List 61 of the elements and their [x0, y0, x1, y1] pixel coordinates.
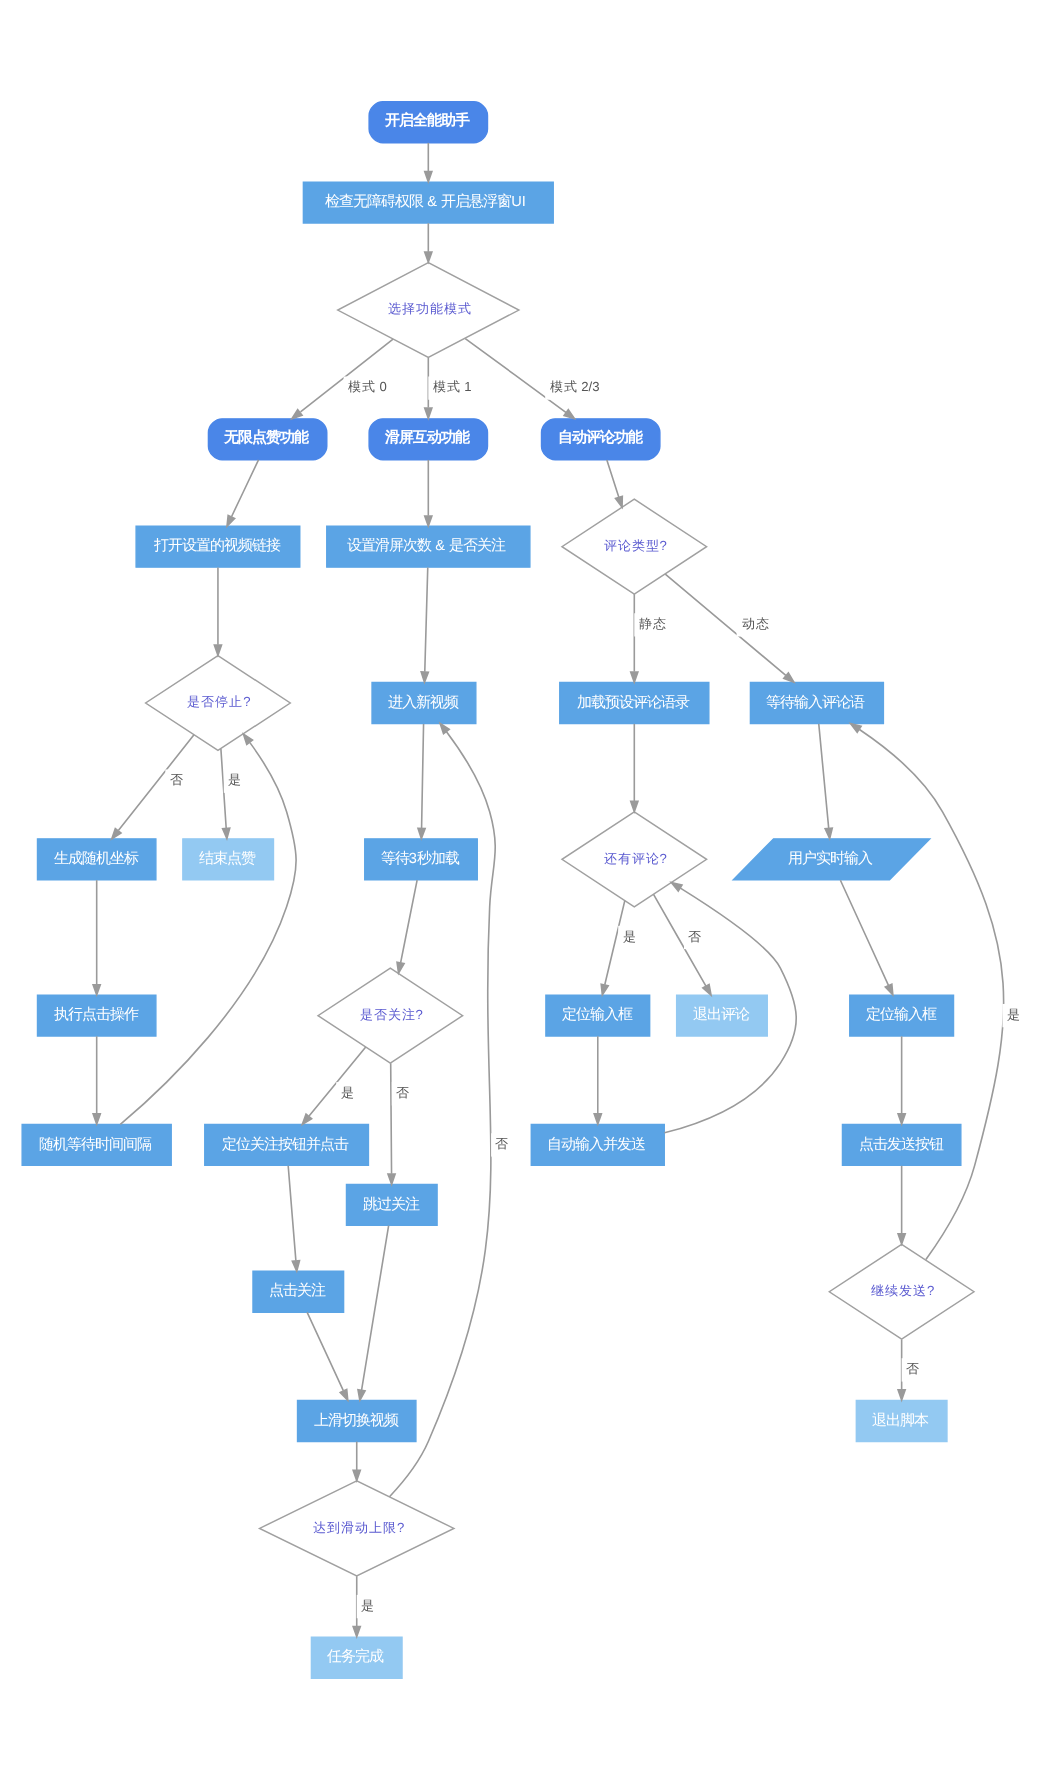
arrow	[606, 458, 624, 509]
arrow	[663, 880, 797, 1133]
arrow	[352, 1439, 362, 1482]
arrow	[423, 458, 434, 528]
node-box: 进入新视频	[371, 680, 477, 724]
arrow	[300, 1045, 367, 1126]
arrow	[416, 722, 427, 841]
node-box: 定位输入框	[545, 993, 651, 1036]
arrow	[386, 1061, 397, 1186]
arrow	[91, 878, 102, 997]
node-box: 检查无障碍权限 & 开启悬浮窗UI	[302, 180, 554, 223]
arrow	[119, 731, 297, 1125]
arrow	[423, 141, 434, 184]
arrow	[357, 1223, 390, 1402]
node-box: 点击关注	[252, 1269, 345, 1312]
node-box: 点击发送按钮	[841, 1122, 962, 1166]
node-box: 开启全能助手	[368, 100, 489, 143]
node-box: 打开设置的视频链接	[135, 524, 301, 567]
arrow	[420, 565, 430, 684]
node-box: 定位关注按钮并点击	[204, 1122, 370, 1166]
arrow	[629, 592, 639, 684]
node-box: 退出评论	[675, 993, 768, 1036]
node-box: 跳过关注	[345, 1182, 438, 1225]
node-box: 结束点赞	[182, 837, 275, 880]
node-box: 等待3秒加载	[364, 837, 478, 880]
arrow	[593, 1034, 603, 1126]
node-box: 加载预设评论语录	[559, 680, 710, 724]
node-box: 定位输入框	[849, 993, 955, 1036]
arrow	[600, 898, 626, 997]
arrow	[287, 1164, 301, 1273]
arrow	[110, 732, 195, 840]
node-box: 随机等待时间间隔	[21, 1122, 172, 1166]
node-box: 滑屏互动功能	[368, 417, 489, 460]
node-box: 等待输入评论语	[749, 680, 885, 724]
arrow	[213, 565, 223, 657]
arrow	[839, 878, 894, 997]
arrow	[91, 1034, 102, 1126]
node-box: 自动输入并发送	[530, 1122, 665, 1166]
node-box: 退出脚本	[855, 1398, 948, 1442]
arrow	[817, 722, 834, 840]
arrow	[396, 878, 418, 975]
arrow	[220, 747, 231, 841]
node-box: 自动评论功能	[540, 417, 661, 460]
node-box: 生成随机坐标	[36, 837, 157, 880]
arrow	[629, 722, 639, 814]
node-box: 无限点赞功能	[207, 417, 328, 460]
arrow	[652, 892, 713, 997]
arrow	[896, 1164, 907, 1246]
arrow	[896, 1337, 907, 1402]
arrow	[423, 356, 434, 420]
arrow	[423, 221, 434, 264]
arrow	[464, 336, 577, 420]
arrow	[664, 572, 796, 683]
node-box: 执行点击操作	[36, 993, 157, 1036]
arrow	[896, 1034, 907, 1126]
arrow	[225, 458, 260, 528]
node-box: 上滑切换视频	[296, 1398, 417, 1442]
arrow	[306, 1310, 349, 1402]
node-box: 设置滑屏次数 & 是否关注	[326, 524, 531, 567]
node-box: 任务完成	[310, 1635, 403, 1678]
arrow	[352, 1574, 362, 1639]
